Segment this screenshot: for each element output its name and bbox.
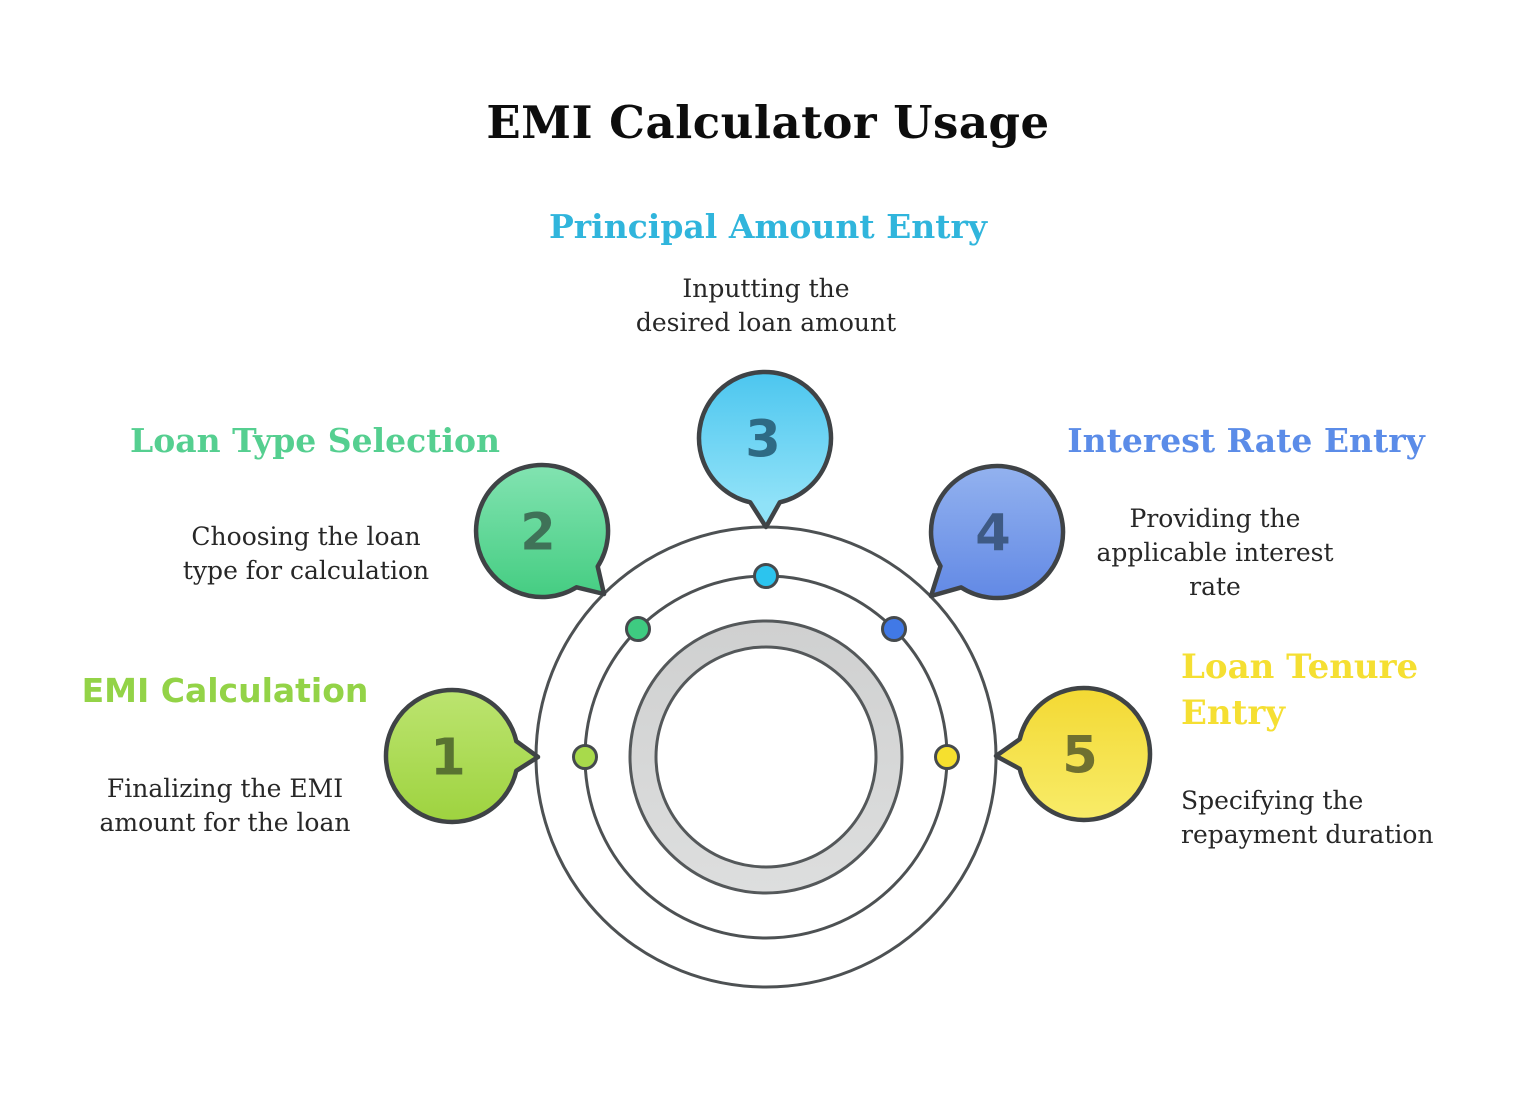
bubble-number-3: 3: [745, 410, 781, 469]
donut-ring-outer-edge: [628, 619, 904, 895]
step-description-4: Providing the applicable interest rate: [1096, 504, 1334, 601]
bubble-3: [696, 369, 834, 530]
donut-ring: [630, 621, 902, 893]
step-description-2: Choosing the loan type for calculation: [182, 522, 430, 585]
bubble-number-1: 1: [430, 728, 466, 787]
bubble-4: [928, 463, 1066, 601]
bubble-2: [473, 462, 611, 600]
donut-ring-inner-edge: [654, 645, 878, 869]
step-description-3: Inputting the desired loan amount: [635, 274, 897, 337]
step-heading-3: Principal Amount Entry: [548, 207, 988, 246]
bubble-5: [993, 685, 1153, 823]
step-heading-4: Interest Rate Entry: [1067, 421, 1425, 460]
step-heading-2: Loan Type Selection: [130, 421, 500, 460]
orbit-dot-4: [881, 616, 907, 642]
step-heading-1: EMI Calculation: [81, 671, 369, 710]
step-heading-5: Loan Tenure Entry: [1181, 647, 1419, 733]
page-title: EMI Calculator Usage: [486, 96, 1050, 149]
step-description-5: Specifying the repayment duration: [1181, 786, 1434, 849]
step-description-1: Finalizing the EMI amount for the loan: [99, 774, 351, 837]
bubble-number-5: 5: [1062, 726, 1098, 785]
orbit-dot-3: [753, 563, 779, 589]
bubble-number-4: 4: [975, 504, 1011, 563]
orbit-dot-1: [572, 744, 598, 770]
orbit-dot-2: [625, 616, 651, 642]
orbit-dot-5: [934, 744, 960, 770]
bubble-number-2: 2: [520, 503, 556, 562]
bubble-1: [383, 687, 541, 825]
